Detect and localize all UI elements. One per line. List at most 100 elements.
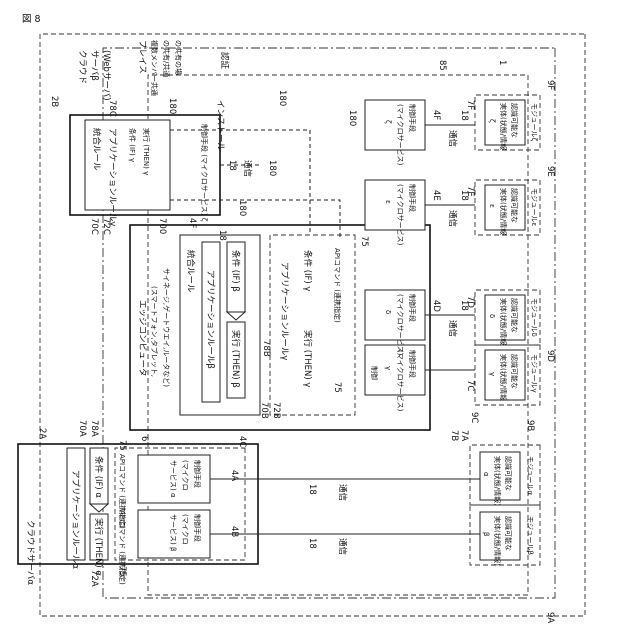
ref-7B: 7B: [449, 430, 459, 441]
ref-7E: 7E: [465, 186, 475, 197]
cloud-b-rule-title: アプリケーションルールγ: [107, 128, 117, 226]
comm-zeta: 通信: [447, 130, 458, 148]
ref-75-edge: 75: [332, 382, 342, 393]
cloud-a-rule-title: アプリケーションルールα: [70, 470, 80, 569]
module-beta-title: モジュールβ: [526, 516, 534, 555]
ref-9D: 9D: [545, 350, 555, 362]
ref-75-b: 75: [117, 566, 127, 577]
ref-18-alpha: 18: [307, 484, 317, 495]
auth-label: 認証: [219, 52, 230, 70]
module-alpha-l2: 実体(状態/情報): [493, 456, 502, 506]
cloud-b-comm: 通信: [242, 160, 253, 178]
control-epsilon-l1: 制御手段: [408, 184, 417, 212]
module-delta-l2: 実体(状態/情報: [499, 298, 508, 345]
control-alpha-l2: (マイクロ: [181, 460, 189, 491]
edge-cond-gamma: 条件 (IF) γ: [302, 250, 313, 291]
ref-1: 1: [497, 60, 507, 65]
ref-700: 700: [157, 218, 167, 234]
ref-180-a: 180: [277, 90, 287, 106]
ref-70C: 70C: [89, 218, 99, 235]
cloud-b-combined-label: 統合ルール: [91, 128, 102, 171]
cloud-a-cond: 条件 (IF) α: [93, 456, 104, 498]
ref-9A: 9A: [545, 612, 555, 623]
ref-180-c: 180: [267, 160, 277, 176]
ref-180-b: 180: [347, 110, 357, 126]
control-gamma-l3: γ: [384, 366, 392, 370]
figure-label: 図 8: [22, 14, 41, 25]
ref-70A: 70A: [77, 420, 87, 437]
edge-api: APIコマンド (連携指定): [333, 248, 342, 323]
ref-18-zeta: 18: [459, 110, 469, 121]
ref-75-edge-b: 75: [359, 236, 369, 247]
control-epsilon-l3: ε: [384, 200, 392, 204]
control-beta-l3: サービス) β: [169, 514, 178, 551]
ref-18-beta: 18: [307, 538, 317, 549]
module-zeta-l3: ζ: [488, 119, 496, 123]
edge-cond: 条件 (IF) β: [230, 250, 241, 292]
control-epsilon-l2: (マイクロサービス): [396, 184, 405, 246]
ref-9F: 9F: [545, 80, 555, 90]
cloud-b-title: クラウド: [77, 50, 87, 84]
comm-alpha: 通信: [337, 484, 348, 502]
place-l3: の共有/共通: [162, 40, 171, 77]
ref-85: 85: [437, 60, 447, 71]
edge-rule-beta-title: アプリケーションルールβ: [205, 270, 215, 369]
ref-72A: 72A: [89, 570, 99, 587]
control-zeta-l2: (マイクロサービス): [396, 104, 405, 166]
ref-2B: 2B: [49, 96, 59, 107]
control-beta-l2: (マイクロ: [181, 514, 189, 545]
place-l4: の共有の場: [174, 40, 183, 75]
edge-combined-label: 統合ルール: [185, 250, 196, 293]
control-delta-l1: 制御手段: [408, 294, 417, 322]
edge-sub1: (スマートフォン,タブレット,: [150, 286, 159, 377]
ref-4D: 4D: [431, 300, 441, 312]
module-epsilon-l3: ε: [488, 204, 496, 208]
ref-7D: 7D: [465, 296, 475, 308]
cloud-b-ctrl: 制御手段 (マイクロサービス) ζ: [200, 124, 209, 222]
module-zeta-l2: 実体(状態/情報: [499, 103, 508, 150]
cloud-b-cond: 条件 (IF) γ: [128, 128, 137, 162]
ref-7C: 7C: [465, 380, 475, 391]
ref-72C: 72C: [101, 218, 111, 235]
comm-beta: 通信: [337, 538, 348, 556]
cloud-b-exec: 実行 (THEN) γ: [142, 128, 151, 175]
module-gamma-title: モジュールγ: [530, 354, 538, 393]
module-delta-l1: 認識可能な: [510, 298, 519, 333]
rotated-content: クラウドサーバα アプリケーションルールα 条件 (IF) α 実行 (THEN…: [18, 34, 585, 623]
edge-exec-gamma: 実行 (THEN) γ: [302, 330, 313, 387]
module-zeta-l1: 認識可能な: [510, 103, 519, 138]
cloud-a-exec: 実行 (THEN) α: [93, 518, 104, 576]
ref-4C: 4C: [237, 436, 247, 447]
control-delta-l2: (マイクロサービス): [396, 294, 405, 356]
cloud-b-title2: サーバβ: [89, 50, 99, 81]
ref-4F: 4F: [431, 110, 441, 120]
edge-sub2: サイネージ,ゲートウエイ,ルータなど): [162, 268, 171, 387]
control-gamma-l1: 制御手段: [408, 350, 417, 378]
module-gamma-l1: 認識可能な: [510, 354, 519, 389]
edge-exec: 実行 (THEN) β: [230, 330, 241, 388]
ref-2A: 2A: [37, 428, 47, 439]
control-delta-l3: δ: [384, 310, 392, 314]
ref-78B: 78B: [261, 340, 271, 357]
control-beta-l1: 制御手段: [193, 514, 202, 542]
ref-4F-cloud: 4F: [187, 218, 197, 228]
module-zeta-title: モジュールζ: [530, 103, 538, 142]
ref-7F: 7F: [465, 100, 475, 110]
cloud-b-title3: (Webサーバ): [101, 50, 111, 101]
ref-4A: 4A: [229, 470, 239, 481]
control-alpha-l1: 制御手段: [193, 460, 202, 488]
comm-delta: 通信: [447, 320, 458, 338]
comm-epsilon: 通信: [447, 210, 458, 228]
ref-78C: 78C: [107, 100, 117, 117]
ref-180-d: 180: [237, 200, 247, 216]
module-alpha-l3: α: [482, 472, 490, 477]
module-gamma-l3: γ: [488, 372, 496, 376]
module-delta-title: モジュールδ: [530, 298, 538, 337]
module-alpha-title: モジュールα: [526, 456, 534, 496]
control-gamma-l2: (マイクロサービス): [396, 350, 405, 412]
ref-180-cloud: 180: [167, 98, 177, 114]
module-beta-l2: 実体(状態/情報): [493, 516, 502, 566]
ref-6: 6: [139, 436, 149, 441]
